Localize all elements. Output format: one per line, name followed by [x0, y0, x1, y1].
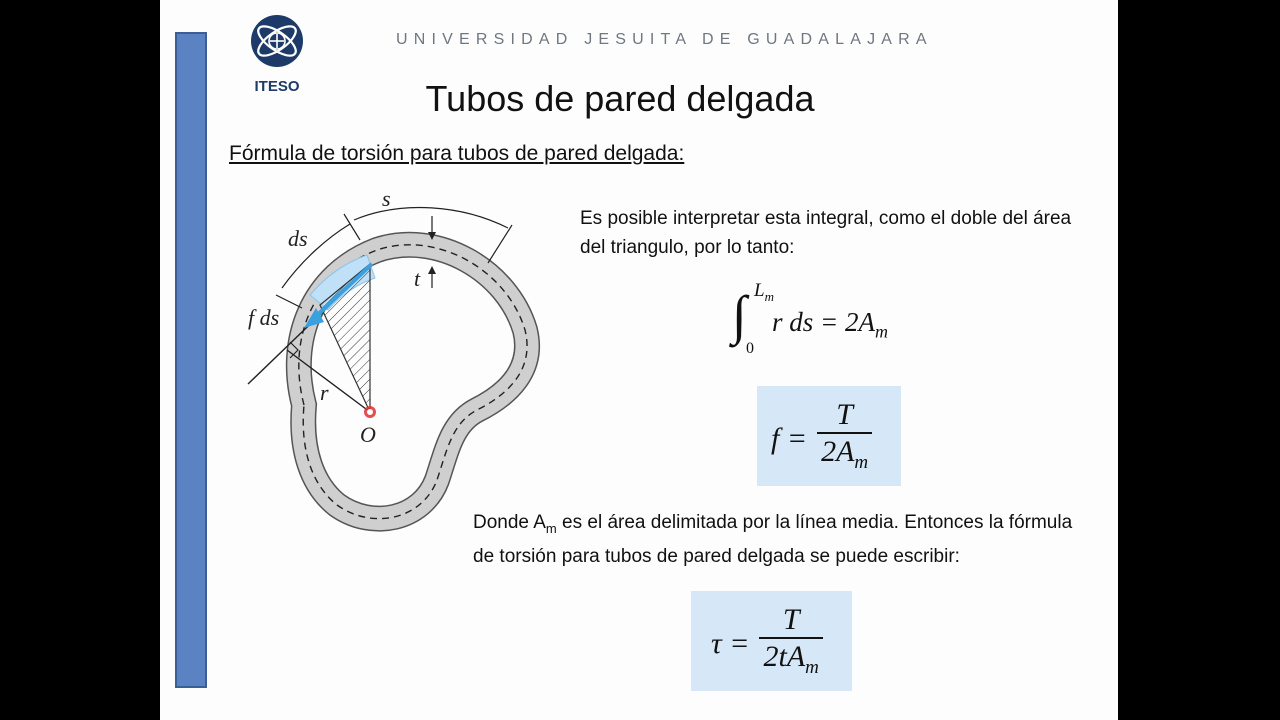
- shear-flow-denominator: 2Am: [821, 434, 869, 473]
- thin-wall-tube-figure: s ds t f ds r O: [247, 186, 540, 532]
- integral-body: r ds = 2Am: [772, 307, 888, 342]
- median-line: [298, 244, 528, 520]
- iteso-logo: ITESO: [245, 12, 309, 98]
- university-name: UNIVERSIDAD JESUITA DE GUADALAJARA: [396, 31, 933, 48]
- label-r: r: [320, 380, 329, 405]
- integral-lower: 0: [746, 340, 754, 357]
- shear-flow-lhs: f =: [771, 422, 808, 456]
- force-arrow: [310, 262, 374, 322]
- slide: ITESO UNIVERSIDAD JESUITA DE GUADALAJARA…: [160, 0, 1118, 720]
- shear-flow-formula: f = T 2Am: [771, 398, 873, 481]
- integral-sign: ∫: [732, 285, 747, 345]
- shear-flow-numerator: T: [836, 398, 853, 431]
- paragraph-integral: Es posible interpretar esta integral, co…: [580, 208, 1072, 258]
- torsion-formula-box: τ = T 2tAm: [691, 591, 852, 691]
- torsion-lhs: τ =: [711, 627, 750, 661]
- label-s: s: [382, 186, 391, 211]
- integral-equation: ∫ Lm 0 r ds = 2Am: [732, 280, 922, 360]
- paragraph-median-area: Donde Am es el área delimitada por la lí…: [473, 512, 1073, 567]
- page-title: Tubos de pared delgada: [425, 78, 815, 119]
- label-o: O: [360, 422, 376, 447]
- iteso-emblem-icon: [251, 15, 303, 67]
- label-t: t: [414, 266, 421, 291]
- label-ds: ds: [288, 226, 308, 251]
- section-subtitle: Fórmula de torsión para tubos de pared d…: [229, 142, 685, 165]
- side-bar: [175, 32, 207, 688]
- shear-flow-box: f = T 2Am: [757, 386, 901, 486]
- torsion-formula: τ = T 2tAm: [711, 603, 823, 686]
- torsion-numerator: T: [782, 603, 800, 636]
- torsion-denominator: 2tAm: [763, 639, 819, 678]
- logo-text: ITESO: [254, 78, 300, 95]
- label-fds: f ds: [248, 305, 279, 330]
- integral-upper: Lm: [754, 280, 774, 304]
